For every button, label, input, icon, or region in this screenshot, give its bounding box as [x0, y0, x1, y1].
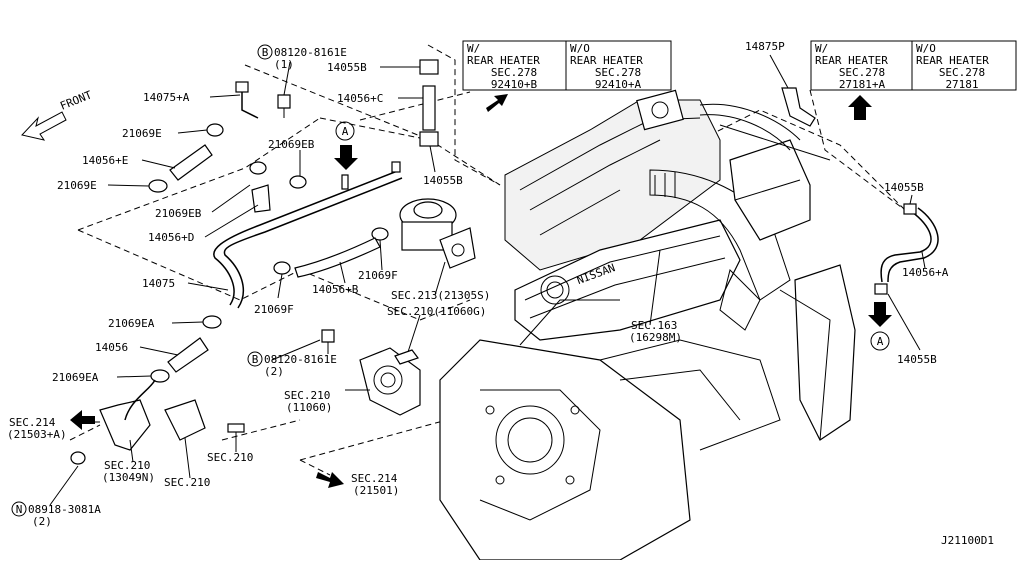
bolt-b-label: B	[252, 353, 259, 366]
label-14056b: 14056+B	[312, 283, 359, 296]
label-14055b: 14055B	[423, 174, 463, 187]
up-arrow-icon	[848, 95, 872, 120]
left-arrow-icon	[70, 410, 95, 430]
label-14056e: 14056+E	[82, 154, 128, 167]
label-21069ea: 21069EA	[108, 317, 155, 330]
label-14075: 14075	[142, 277, 175, 290]
table2-w-part: 27181+A	[839, 78, 886, 91]
diagonal-arrow-icon	[316, 472, 344, 488]
sec210-11060g-label: SEC.210(11060G)	[387, 305, 486, 318]
down-arrow-icon	[334, 145, 358, 170]
nut-n-circle	[11, 501, 27, 517]
bolt-b-label: B	[262, 46, 269, 59]
front-arrow-icon	[21, 111, 67, 141]
sec210-13049n-label: SEC.210	[104, 459, 150, 472]
table1-w-sec: SEC.278	[491, 66, 537, 79]
engine-assembly: NISSAN	[439, 89, 856, 561]
section-labels: SEC.213(21305S) SEC.210(11060G) SEC.163 …	[7, 289, 682, 497]
sec210-stud-label: SEC.210	[207, 451, 253, 464]
hoses-and-tubes	[70, 59, 939, 465]
ref-a-circle-bottom	[870, 331, 890, 351]
table1-w-part: 92410+B	[491, 78, 538, 91]
table1-wo-rear-heater: REAR HEATER	[570, 54, 643, 67]
label-14055b: 14055B	[897, 353, 937, 366]
sec214-left-label: SEC.214	[9, 416, 56, 429]
sec214-bottom-sub-label: (21501)	[353, 484, 399, 497]
bolt-number: 08120-8161E	[274, 46, 347, 59]
sec213-label: SEC.213(21305S)	[391, 289, 490, 302]
down-arrow-icon	[868, 302, 892, 327]
sec210-gasket-label: SEC.210	[164, 476, 210, 489]
label-21069f: 21069F	[358, 269, 398, 282]
ref-a-circle-top	[335, 121, 355, 141]
diagram-code: J21100D1	[941, 534, 994, 547]
label-21069ea: 21069EA	[52, 371, 99, 384]
rear-heater-table-2: W/ REAR HEATER SEC.278 27181+A W/O REAR …	[810, 40, 1017, 91]
label-14875p: 14875P	[745, 40, 785, 53]
label-21069eb: 21069EB	[155, 207, 202, 220]
diagonal-arrow-icon	[486, 94, 508, 112]
part-labels: FRONT 14075+A 21069E 14056+E 21069E 2106…	[52, 40, 949, 384]
rear-heater-table-1: W/ REAR HEATER SEC.278 92410+B W/O REAR …	[462, 40, 672, 91]
label-14075a: 14075+A	[143, 91, 190, 104]
bolt-qty: (2)	[264, 365, 284, 378]
nut-number: 08918-3081A	[28, 503, 101, 516]
bolt-number: 08120-8161E	[264, 353, 337, 366]
sec163-sub-label: (16298M)	[629, 331, 682, 344]
leader-lines	[49, 54, 926, 506]
table2-w-sec: SEC.278	[839, 66, 885, 79]
table2-w-rear-heater: REAR HEATER	[815, 54, 888, 67]
ref-a-label: A	[877, 335, 884, 348]
sec163-label: SEC.163	[631, 319, 677, 332]
reference-circles: A A B B N	[11, 44, 890, 517]
table1-w-rear-heater: REAR HEATER	[467, 54, 540, 67]
table2-wo-rear-heater: REAR HEATER	[916, 54, 989, 67]
arrows	[21, 94, 892, 488]
nut-qty: (2)	[32, 515, 52, 528]
bolt-b-circle	[247, 351, 263, 367]
table1-wo-header: W/O	[570, 42, 590, 55]
table2-wo-header: W/O	[916, 42, 936, 55]
label-14055b: 14055B	[327, 61, 367, 74]
table1-w-header: W/	[467, 42, 480, 55]
sec210-13049n-sub-label: (13049N)	[102, 471, 155, 484]
sec214-bottom-label: SEC.214	[351, 472, 398, 485]
label-21069e: 21069E	[122, 127, 162, 140]
label-21069e: 21069E	[57, 179, 97, 192]
ref-a-label: A	[342, 125, 349, 138]
table1-wo-part: 92410+A	[595, 78, 642, 91]
label-14056c: 14056+C	[337, 92, 383, 105]
table2-w-header: W/	[815, 42, 828, 55]
bolt-qty: (1)	[274, 58, 294, 71]
label-21069eb: 21069EB	[268, 138, 315, 151]
table1-wo-sec: SEC.278	[595, 66, 641, 79]
label-21069f: 21069F	[254, 303, 294, 316]
label-14056a: 14056+A	[902, 266, 949, 279]
nut-n-label: N	[16, 503, 23, 516]
label-14056: 14056	[95, 341, 128, 354]
table2-wo-part: 27181	[945, 78, 978, 91]
sec214-left-sub-label: (21503+A)	[7, 428, 67, 441]
bolt-b-circle	[257, 44, 273, 60]
sec210-11060-sub-label: (11060)	[286, 401, 332, 414]
table2-wo-sec: SEC.278	[939, 66, 985, 79]
sec210-11060-label: SEC.210	[284, 389, 330, 402]
bolt-labels: 08120-8161E (1) 08120-8161E (2) 08918-30…	[28, 46, 347, 528]
front-label: FRONT	[58, 88, 94, 113]
label-14055b: 14055B	[884, 181, 924, 194]
label-14056d: 14056+D	[148, 231, 194, 244]
